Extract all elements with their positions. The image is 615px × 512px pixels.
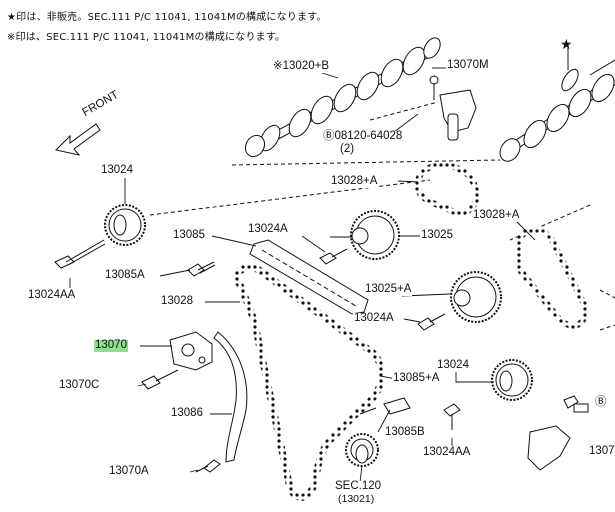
part-13085[interactable]: 13085 [172, 229, 206, 242]
note-line-2: ※印は、SEC.111 P/C 11041, 11041Mの構成になります。 [7, 32, 286, 43]
part-13086[interactable]: 13086 [170, 407, 204, 420]
part-13025[interactable]: 13025 [420, 229, 454, 242]
part-13024aa-right[interactable]: 13024AA [422, 446, 472, 459]
bolt-13070c [141, 369, 179, 390]
part-13028a-top[interactable]: 13028+A [330, 175, 379, 188]
part-13085a[interactable]: 13085A [104, 269, 146, 282]
chain-guide-13085 [249, 239, 369, 315]
sprocket-13025a [450, 271, 502, 323]
part-13024-right[interactable]: 13024 [436, 359, 470, 372]
part-13028a-right[interactable]: 13028+A [472, 209, 521, 222]
bolt-13024aa-left [54, 239, 106, 269]
b-mark-icon: Ⓑ [594, 396, 608, 409]
part-13020b[interactable]: ※13020+B [272, 60, 331, 73]
part-13070c[interactable]: 13070C [58, 379, 101, 392]
bolt-13070a [195, 459, 221, 473]
part-13028[interactable]: 13028 [160, 295, 194, 308]
part-13024a-top[interactable]: 13024A [247, 223, 289, 236]
chain-13028a-right [514, 227, 589, 329]
part-13024aa-left[interactable]: 13024AA [27, 289, 77, 302]
crank-sprocket [345, 433, 379, 467]
bolt-13024a-top [319, 248, 348, 265]
sprocket-13024-left [104, 204, 146, 246]
part-13024-left[interactable]: 13024 [100, 164, 134, 177]
note-line-1: ★印は、非販売。SEC.111 P/C 11041, 11041Mの構成になりま… [7, 12, 327, 23]
sec-120-ref: (13021) [337, 493, 376, 505]
right-edge-parts [527, 395, 589, 471]
front-arrow-icon [54, 123, 101, 156]
star-icon: ★ [560, 36, 573, 52]
chain-13028a-top [414, 162, 480, 216]
sprocket-13025 [330, 210, 400, 260]
guide-13085b [359, 397, 411, 415]
part-08120-64028[interactable]: Ⓑ08120-64028 [322, 130, 404, 143]
part-13024a-mid[interactable]: 13024A [353, 312, 395, 325]
part-13085b[interactable]: 13085B [384, 426, 426, 439]
part-08120-qty: (2) [339, 143, 356, 156]
bolt-13024a-mid [417, 313, 446, 331]
part-13085a-right[interactable]: 13085+A [392, 372, 441, 385]
slack-guide-13086 [213, 331, 248, 463]
part-1307x[interactable]: 1307 [588, 445, 615, 458]
bolt-13024aa-right [443, 403, 461, 430]
part-13070-highlighted[interactable]: 13070 [94, 339, 128, 352]
solenoid-13070m [429, 75, 477, 141]
part-13070a[interactable]: 13070A [108, 465, 150, 478]
bolt-13085a [187, 261, 216, 277]
sprocket-13024-right [491, 359, 533, 401]
camshaft-right [499, 48, 615, 162]
part-13025a[interactable]: 13025+A [364, 283, 413, 296]
camshaft-left [244, 37, 441, 158]
sec-120-link[interactable]: SEC.120 [334, 480, 383, 493]
tensioner-13070 [169, 331, 213, 371]
chain-13028 [234, 264, 386, 501]
part-13070m[interactable]: 13070M [446, 59, 490, 72]
